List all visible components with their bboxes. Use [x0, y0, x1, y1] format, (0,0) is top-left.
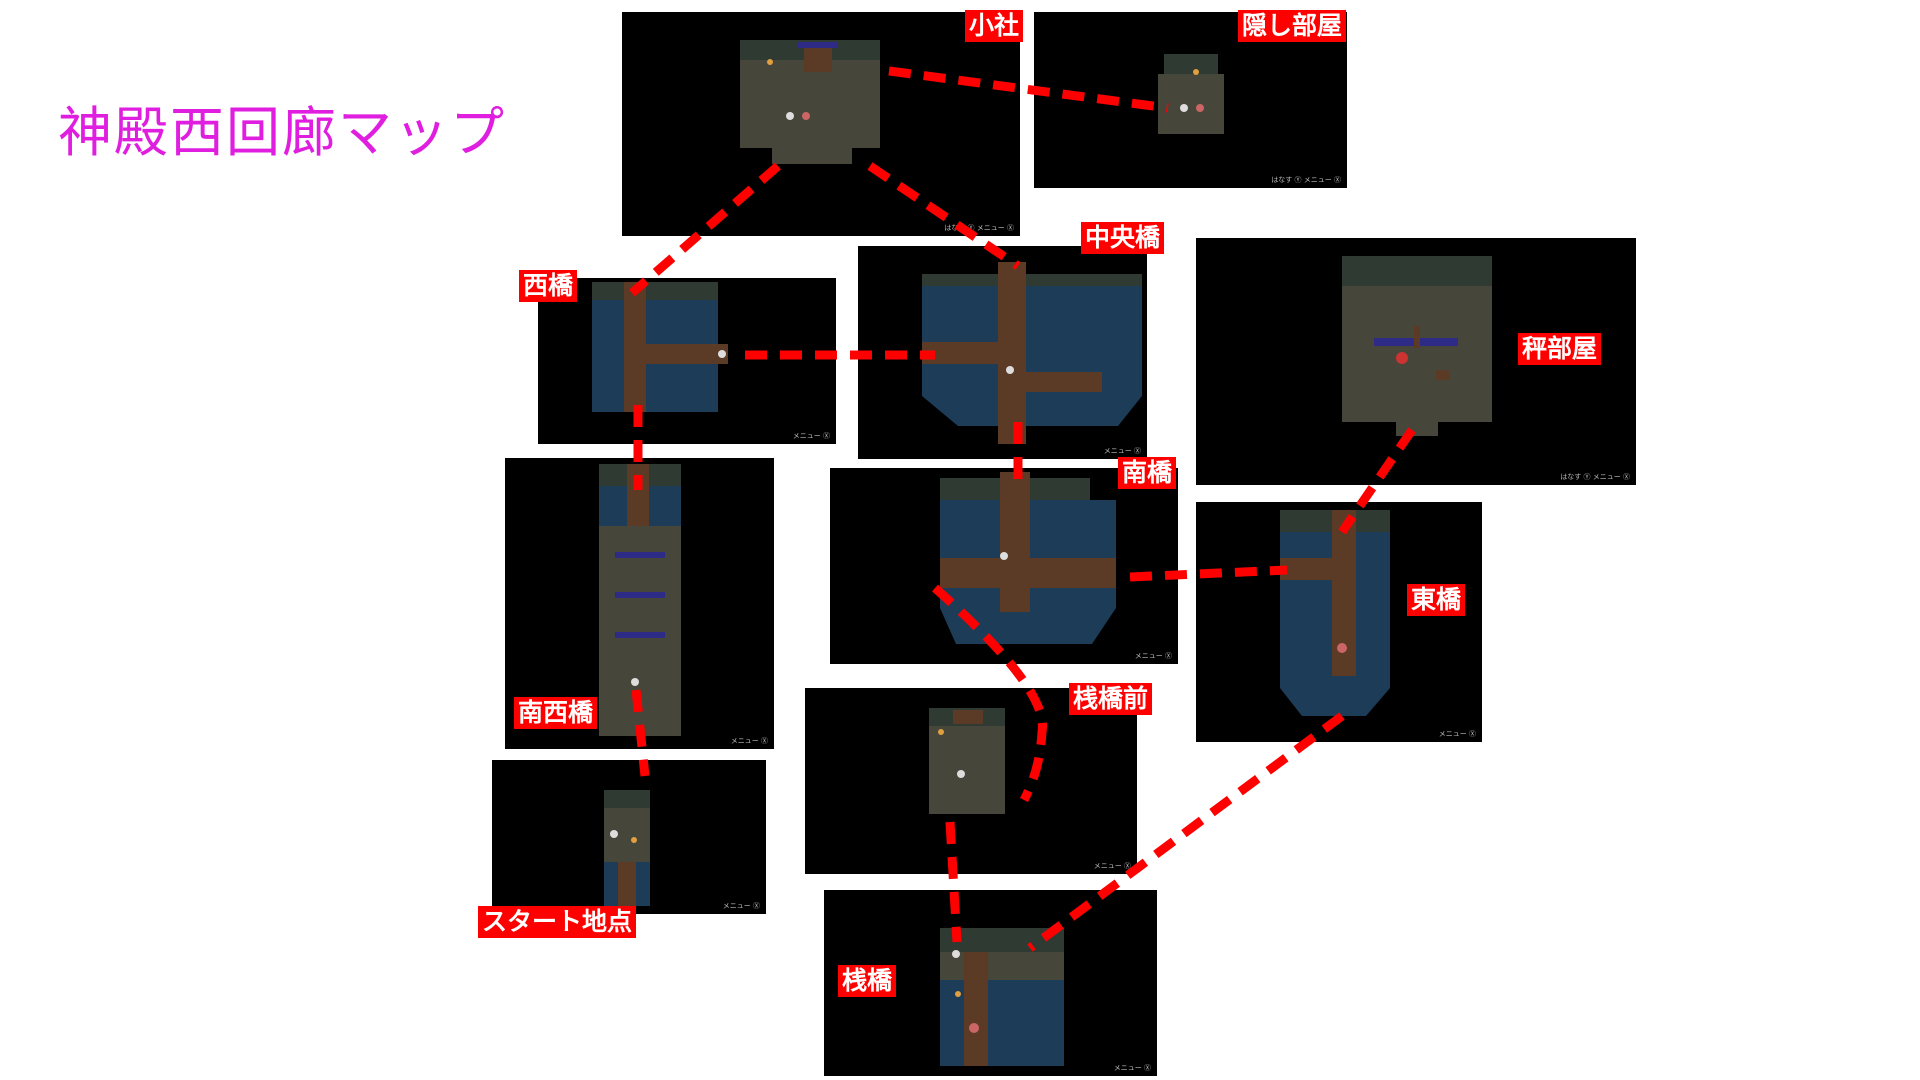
label-east-bridge: 東橋: [1407, 584, 1466, 616]
hud-controls: はなす Ⓨ メニュー Ⓧ: [1560, 473, 1630, 481]
player-sprite: [631, 678, 639, 686]
label-southwest-bridge: 南西橋: [514, 697, 598, 729]
chest-icon: [1436, 370, 1450, 380]
west-bridge-map: [592, 282, 728, 412]
npc-sprite: [969, 1023, 979, 1033]
hidden-room-map: [1158, 54, 1224, 134]
south-bridge-map: [940, 472, 1116, 644]
player-sprite: [952, 950, 960, 958]
lantern-icon: [1193, 69, 1199, 75]
screen-east-bridge: メニュー Ⓧ: [1196, 502, 1482, 742]
shrine-icon: [953, 710, 983, 724]
label-start-point: スタート地点: [478, 906, 637, 938]
npc-sprite: [1196, 104, 1204, 112]
label-west-bridge: 西橋: [519, 270, 578, 302]
label-small-shrine: 小社: [965, 10, 1024, 42]
lantern-icon: [955, 991, 961, 997]
npc-sprite: [802, 112, 810, 120]
screen-west-bridge: メニュー Ⓧ: [538, 278, 836, 444]
hud-controls: メニュー Ⓧ: [1134, 652, 1172, 660]
scale-room-map: [1342, 256, 1492, 436]
hud-controls: メニュー Ⓧ: [722, 902, 760, 910]
hud-controls: メニュー Ⓧ: [1103, 447, 1141, 455]
label-scale-room: 秤部屋: [1518, 333, 1602, 365]
screen-pier-front: メニュー Ⓧ: [805, 688, 1137, 874]
screen-central-bridge: メニュー Ⓧ: [858, 246, 1147, 459]
hud-controls: メニュー Ⓧ: [1438, 730, 1476, 738]
hud-controls: メニュー Ⓧ: [730, 737, 768, 745]
lantern-icon: [767, 59, 773, 65]
label-south-bridge: 南橋: [1118, 457, 1177, 489]
screen-start-point: メニュー Ⓧ: [492, 760, 766, 914]
player-sprite: [718, 350, 726, 358]
player-sprite: [1006, 366, 1014, 374]
lantern-icon: [631, 837, 637, 843]
small-shrine-map: [740, 40, 880, 164]
npc-sprite: [1337, 643, 1347, 653]
hud-controls: メニュー Ⓧ: [1113, 1064, 1151, 1072]
pier-front-map: [929, 708, 1005, 814]
label-pier-front: 桟橋前: [1069, 683, 1153, 715]
shrine-icon: [804, 46, 832, 72]
npc-sprite: [1396, 352, 1408, 364]
screen-small-shrine: はなす Ⓨ メニュー Ⓧ: [622, 12, 1020, 236]
hud-controls: メニュー Ⓧ: [1093, 862, 1131, 870]
start-point-map: [604, 790, 650, 906]
screen-south-bridge: メニュー Ⓧ: [830, 468, 1178, 664]
player-sprite: [957, 770, 965, 778]
player-sprite: [1180, 104, 1188, 112]
label-central-bridge: 中央橋: [1081, 222, 1165, 254]
screen-pier: メニュー Ⓧ: [824, 890, 1157, 1076]
hud-controls: メニュー Ⓧ: [792, 432, 830, 440]
player-sprite: [610, 830, 618, 838]
map-title: 神殿西回廊マップ: [58, 101, 506, 164]
player-sprite: [786, 112, 794, 120]
hud-controls: はなす Ⓨ メニュー Ⓧ: [944, 224, 1014, 232]
hud-controls: はなす Ⓨ メニュー Ⓧ: [1271, 176, 1341, 184]
central-bridge-map: [922, 262, 1142, 444]
label-hidden-room: 隠し部屋: [1238, 10, 1347, 42]
label-pier: 桟橋: [838, 965, 897, 997]
east-bridge-map: [1280, 510, 1390, 716]
lantern-icon: [938, 729, 944, 735]
player-sprite: [1000, 552, 1008, 560]
